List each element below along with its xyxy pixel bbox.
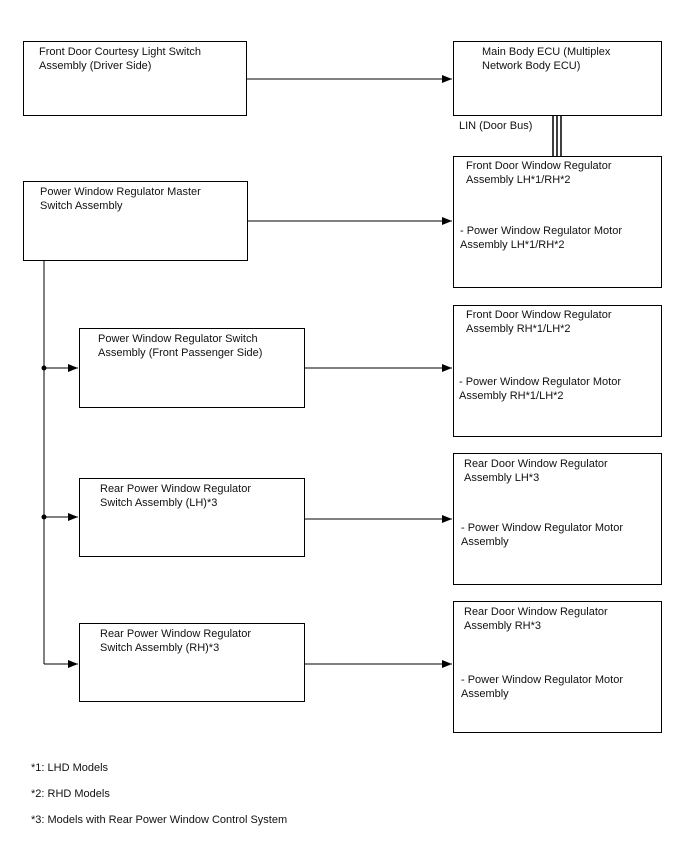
- rear-switch-lh-box: Rear Power Window Regulator Switch Assem…: [79, 478, 305, 557]
- front-door-regulator-rh-motor: - Power Window Regulator Motor Assembly …: [459, 376, 622, 402]
- courtesy-light-switch-box: Front Door Courtesy Light Switch Assembl…: [23, 41, 247, 116]
- rear-door-regulator-rh-box: Rear Door Window Regulator Assembly RH*3…: [453, 601, 662, 733]
- front-door-regulator-lh-motor: - Power Window Regulator Motor Assembly …: [460, 225, 623, 251]
- rear-door-regulator-lh-title: Rear Door Window Regulator Assembly LH*3: [464, 458, 608, 484]
- junction-dot: [41, 365, 47, 371]
- lin-bus-label: LIN (Door Bus): [459, 120, 533, 132]
- rear-switch-rh-label: Rear Power Window Regulator Switch Assem…: [100, 628, 252, 654]
- junction-dot: [41, 514, 47, 520]
- main-body-ecu-label: Main Body ECU (Multiplex Network Body EC…: [482, 46, 611, 72]
- rear-switch-lh-label: Rear Power Window Regulator Switch Assem…: [100, 483, 252, 509]
- footnote-rhd: *2: RHD Models: [31, 788, 110, 800]
- footnote-rear-control: *3: Models with Rear Power Window Contro…: [31, 814, 288, 826]
- passenger-switch-label: Power Window Regulator Switch Assembly (…: [98, 333, 263, 359]
- master-switch-box: Power Window Regulator Master Switch Ass…: [23, 181, 248, 261]
- rear-door-regulator-rh-motor: - Power Window Regulator Motor Assembly: [461, 674, 624, 700]
- rear-door-regulator-lh-box: Rear Door Window Regulator Assembly LH*3…: [453, 453, 662, 585]
- passenger-switch-box: Power Window Regulator Switch Assembly (…: [79, 328, 305, 408]
- main-body-ecu-box: Main Body ECU (Multiplex Network Body EC…: [453, 41, 662, 116]
- rear-door-regulator-rh-title: Rear Door Window Regulator Assembly RH*3: [464, 606, 608, 632]
- front-door-regulator-rh-title: Front Door Window Regulator Assembly RH*…: [466, 309, 612, 335]
- rear-door-regulator-lh-motor: - Power Window Regulator Motor Assembly: [461, 522, 624, 548]
- master-switch-label: Power Window Regulator Master Switch Ass…: [40, 186, 201, 212]
- lin-bus-lines: [552, 116, 562, 157]
- rear-switch-rh-box: Rear Power Window Regulator Switch Assem…: [79, 623, 305, 702]
- courtesy-light-switch-label: Front Door Courtesy Light Switch Assembl…: [39, 46, 202, 72]
- footnote-lhd: *1: LHD Models: [31, 762, 109, 774]
- front-door-regulator-lh-title: Front Door Window Regulator Assembly LH*…: [466, 160, 612, 186]
- front-door-regulator-lh-box: Front Door Window Regulator Assembly LH*…: [453, 156, 662, 288]
- front-door-regulator-rh-box: Front Door Window Regulator Assembly RH*…: [453, 305, 662, 437]
